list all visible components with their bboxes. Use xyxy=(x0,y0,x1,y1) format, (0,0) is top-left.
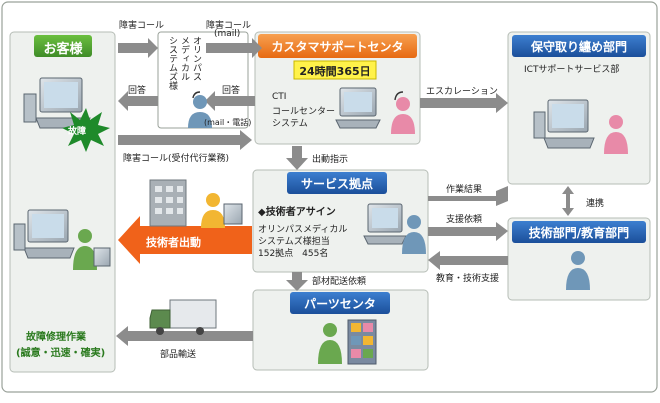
label-fault-call-proxy: 障害コール(受付代行業務) xyxy=(123,154,230,164)
tech-dept-header-bg xyxy=(512,221,646,243)
fault-badge: 故障 xyxy=(68,127,87,137)
tech-dept-title: 技術部門/教育部門 xyxy=(528,226,630,240)
olympus-line-1: オリンパス xyxy=(191,36,201,81)
service-base-line-4: 152拠点 455名 xyxy=(258,249,329,259)
customer-title: お客様 xyxy=(43,42,83,57)
call-center-badge-bg xyxy=(293,60,377,80)
maintenance-header-bg xyxy=(512,35,646,57)
service-base-computer-icon xyxy=(363,203,407,245)
service-base-line-2: オリンパスメディカル xyxy=(258,225,348,235)
building-icon xyxy=(149,179,187,227)
label-parts-transport: 部品輸送 xyxy=(160,350,197,360)
arrow-cooperation xyxy=(562,186,574,216)
arrow-parts-request xyxy=(286,272,308,291)
customer-header-bg xyxy=(34,35,92,57)
maintenance-person-icon xyxy=(604,115,628,154)
label-fault-call-2: 障害コール xyxy=(206,21,252,31)
cti-line-2: コールセンター xyxy=(272,107,336,117)
label-reply-left: 回答 xyxy=(128,86,147,96)
label-fault-call-1: 障害コール xyxy=(119,21,165,31)
tech-dept-person-icon xyxy=(566,251,590,290)
label-mail-phone: (mail・電話) xyxy=(204,118,252,127)
arrow-parts-transport xyxy=(116,326,253,346)
label-cooperation: 連携 xyxy=(586,199,605,209)
call-center-header-bg xyxy=(258,34,417,58)
olympus-operator-icon xyxy=(188,91,212,128)
service-base-title: サービス拠点 xyxy=(300,177,373,191)
service-base-line-1: ◆技術者アサイン xyxy=(258,207,336,218)
cti-line-1: CTI xyxy=(272,92,287,102)
service-base-line-3: システムズ様担当 xyxy=(258,237,330,247)
service-base-person-icon xyxy=(402,215,426,254)
service-base-panel xyxy=(252,169,429,273)
arrow-escalation xyxy=(420,93,508,113)
call-center-title: カスタマサポートセンタ xyxy=(271,40,404,54)
repair-line-1: 故障修理作業 xyxy=(26,332,86,343)
arrow-fault-call-2-shaft xyxy=(206,43,254,53)
repair-line-2: (誠意・迅速・確実) xyxy=(16,348,106,359)
arrow-work-result xyxy=(428,186,508,206)
label-mail: (mail) xyxy=(214,29,241,39)
parts-shelf-icon xyxy=(347,319,377,365)
customer-person-icon xyxy=(73,229,97,270)
call-center-operator-icon xyxy=(391,91,415,134)
olympus-line-3: システムズ様 xyxy=(167,36,177,90)
arrow-reply-left xyxy=(118,91,158,111)
parts-center-header-bg xyxy=(290,292,390,314)
label-engineer-dispatch: 技術者出動 xyxy=(146,236,201,249)
customer-small-monitor-icon xyxy=(93,247,111,267)
arrow-fault-call-1 xyxy=(118,38,158,58)
arrow-fault-call-proxy xyxy=(118,130,252,150)
label-escalation: エスカレーション xyxy=(426,87,498,97)
maintenance-computer-icon xyxy=(533,99,595,149)
label-parts-request: 部材配送依頼 xyxy=(312,277,367,287)
service-base-header-bg xyxy=(287,172,387,194)
maintenance-subtitle: ICTサポートサービス部 xyxy=(524,65,620,75)
parts-worker-icon xyxy=(318,323,342,364)
call-center-badge: 24時間365日 xyxy=(299,65,371,78)
fault-burst-icon xyxy=(62,108,110,152)
label-dispatch-order: 出動指示 xyxy=(312,155,349,165)
arrow-reply-right xyxy=(205,91,255,111)
cti-computer-icon xyxy=(335,87,381,129)
truck-icon xyxy=(149,299,217,335)
olympus-line-2: メディカル xyxy=(179,36,189,81)
customer-computer-icon-bottom xyxy=(13,209,75,259)
engineer-person-icon xyxy=(201,193,225,228)
label-education-support: 教育・技術支援 xyxy=(436,274,500,284)
engineer-laptop-icon xyxy=(223,203,243,225)
arrow-education-support xyxy=(428,251,508,270)
cti-line-3: システム xyxy=(272,119,308,129)
label-reply-right: 回答 xyxy=(222,86,241,96)
maintenance-title: 保守取り纏め部門 xyxy=(530,40,627,54)
arrow-dispatch-order xyxy=(286,146,308,170)
label-work-result: 作業結果 xyxy=(446,185,483,195)
call-center-panel xyxy=(254,31,421,145)
arrow-support-request xyxy=(428,222,508,241)
parts-center-title: パーツセンタ xyxy=(304,297,376,311)
label-support-request: 支援依頼 xyxy=(446,215,483,225)
